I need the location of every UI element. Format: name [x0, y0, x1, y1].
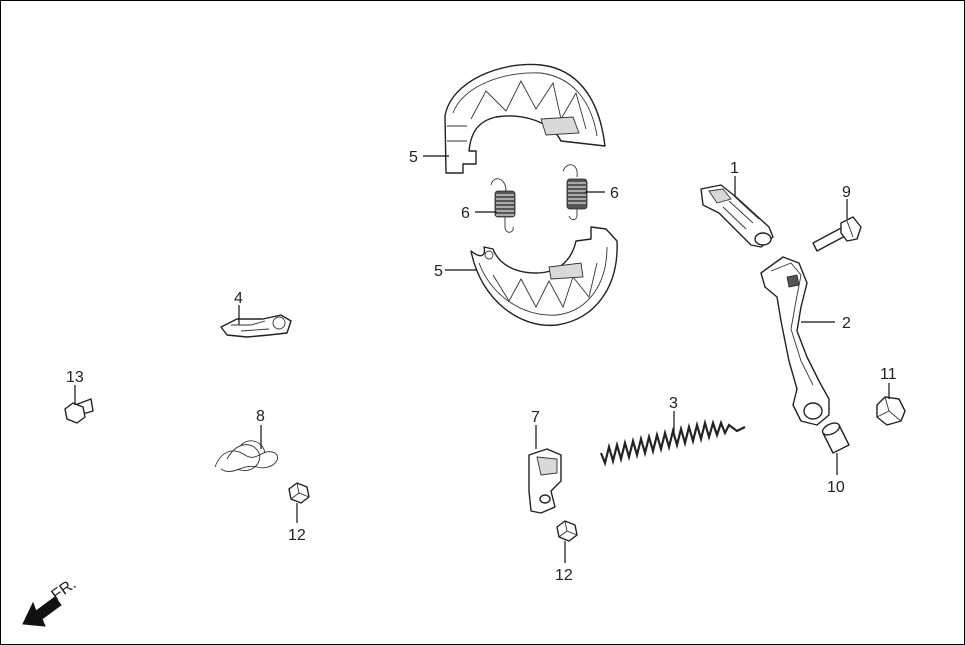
callout-5-upper: 5	[409, 149, 418, 166]
leader-lines	[74, 155, 890, 563]
callout-5-lower: 5	[434, 263, 443, 280]
callout-8: 8	[256, 408, 265, 425]
brake-arm	[760, 256, 830, 426]
callout-4: 4	[234, 290, 243, 307]
clip-4	[220, 314, 292, 338]
return-spring	[599, 418, 746, 467]
shoe-spring-left	[490, 178, 516, 233]
bracket-7	[528, 448, 562, 514]
callout-11: 11	[880, 366, 897, 383]
shoe-spring-right	[562, 164, 588, 221]
bolt-13	[64, 398, 94, 424]
bolt-12-center	[556, 520, 578, 542]
bolt-9	[812, 216, 862, 252]
callout-1: 1	[730, 160, 739, 177]
callout-2: 2	[842, 315, 851, 332]
brake-shoe-upper	[444, 63, 606, 174]
callout-12-left: 12	[288, 527, 306, 544]
brake-cam-shaft	[700, 184, 774, 248]
pin-10	[821, 422, 850, 454]
nut-11	[876, 396, 906, 426]
callout-3: 3	[669, 395, 678, 412]
front-direction-arrow-icon	[22, 596, 62, 627]
bolt-12-left	[288, 482, 310, 504]
callout-7: 7	[531, 409, 540, 426]
spring-clip-8	[214, 440, 278, 472]
callout-13: 13	[66, 369, 84, 386]
brake-shoe-lower	[470, 226, 618, 327]
callout-10: 10	[827, 479, 845, 496]
callout-6-left: 6	[461, 205, 470, 222]
callout-12-center: 12	[555, 567, 573, 584]
callout-9: 9	[842, 184, 851, 201]
callout-6-right: 6	[610, 185, 619, 202]
